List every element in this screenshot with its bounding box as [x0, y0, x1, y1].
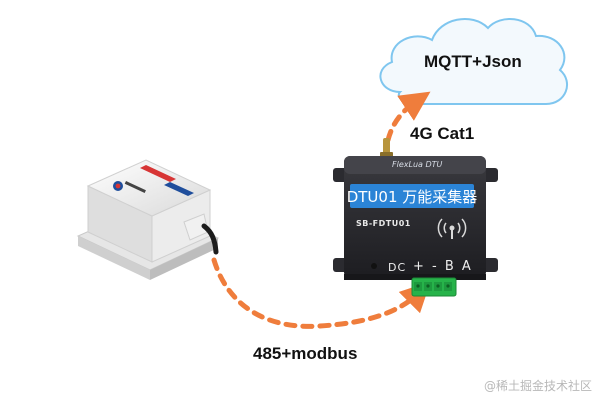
link-label-4g: 4G Cat1 — [410, 124, 475, 143]
dtu-pins-label: + - B A — [413, 259, 473, 274]
dtu-device — [333, 138, 498, 297]
dtu-model-text: SB-FDTU01 — [356, 219, 411, 228]
sensor-device — [76, 159, 220, 280]
cloud-label: MQTT+Json — [424, 52, 522, 71]
watermark: @稀土掘金技术社区 — [483, 379, 592, 393]
arrow-sensor-to-dtu — [211, 257, 431, 329]
cloud-shape — [379, 17, 568, 105]
arrow-dtu-to-cloud — [385, 91, 431, 143]
signal-icon — [437, 218, 467, 239]
link-label-485: 485+modbus — [253, 344, 358, 363]
terminal-block — [411, 277, 457, 297]
dtu-dc-port-label: DC — [388, 261, 407, 274]
dtu-brand-text: FlexLua DTU — [392, 160, 443, 169]
dtu-title: DTU01 万能采集器 — [346, 187, 478, 206]
